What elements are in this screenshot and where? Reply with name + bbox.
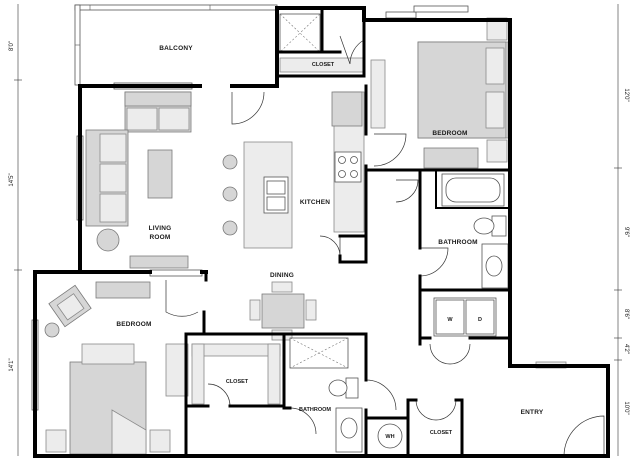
second-nightstand-1	[45, 429, 67, 453]
dim-right-5: 10'0"	[623, 401, 629, 414]
label-bedroom-second: BEDROOM	[116, 321, 151, 328]
label-closet-top: CLOSET	[312, 62, 335, 68]
refrigerator	[331, 91, 363, 127]
second-desk	[165, 343, 189, 397]
dim-right-2: 9'6"	[623, 227, 629, 237]
dining-table	[261, 293, 305, 329]
label-closet-middle: CLOSET	[226, 379, 249, 385]
second-nightstand-2	[149, 429, 171, 453]
cooktop	[334, 151, 362, 183]
dryer-label: D	[478, 317, 482, 323]
vanity-right	[481, 243, 509, 289]
label-entry: ENTRY	[521, 409, 544, 416]
furniture	[44, 17, 509, 455]
second-dresser	[95, 281, 151, 299]
master-dresser	[423, 147, 479, 169]
living-ottoman	[96, 228, 120, 252]
toilet-right	[473, 215, 507, 237]
label-living-1: LIVING	[149, 225, 172, 232]
label-closet-bottom: CLOSET	[430, 430, 453, 436]
stool-1	[222, 154, 238, 170]
tv-console	[129, 255, 189, 269]
second-bed	[69, 343, 147, 455]
dining-chair-3	[305, 299, 317, 321]
master-bed	[417, 41, 509, 139]
label-bathroom-right: BATHROOM	[438, 239, 477, 246]
label-kitchen: KITCHEN	[300, 199, 330, 206]
dining-chair-2	[249, 299, 261, 321]
dim-right-1: 12'0"	[623, 88, 629, 101]
dim-right-4: 4'2"	[623, 344, 629, 354]
living-sofa-left	[85, 129, 129, 227]
dining-chair-1	[271, 281, 293, 293]
dim-left-top: 8'0"	[9, 41, 15, 51]
washer-label: W	[447, 317, 453, 323]
closet-middle-shelves	[191, 343, 281, 405]
stool-2	[222, 186, 238, 202]
toilet-bottom	[328, 377, 359, 399]
label-dining: DINING	[270, 272, 294, 279]
dim-left-middle: 14'5"	[9, 173, 15, 186]
dim-right-3: 8'6"	[623, 309, 629, 319]
nightstand-2	[486, 139, 508, 163]
bathtub	[441, 173, 505, 207]
shower	[289, 337, 349, 369]
dim-left-bottom: 14'1"	[9, 358, 15, 371]
balcony-railing	[74, 4, 278, 86]
vanity-bottom	[335, 407, 363, 453]
side-table	[44, 322, 60, 338]
label-living-2: ROOM	[149, 234, 170, 241]
stool-3	[222, 220, 238, 236]
living-sofa-top	[124, 91, 192, 133]
label-bathroom-bottom: BATHROOM	[299, 407, 331, 413]
second-armchair	[48, 284, 92, 328]
label-bedroom-master: BEDROOM	[432, 130, 467, 137]
walls	[33, 6, 610, 458]
label-balcony: BALCONY	[159, 45, 193, 52]
washer-dryer: W D	[433, 297, 497, 337]
dimension-lines	[14, 4, 622, 456]
room-labels: BALCONY CLOSET BEDROOM KITCHEN LIVING RO…	[116, 45, 544, 436]
water-heater: WH	[377, 423, 403, 449]
dimension-labels: 8'0" 14'5" 14'1" 12'0" 9'6" 8'6" 4'2" 10…	[9, 41, 629, 415]
coffee-table	[147, 149, 173, 199]
water-heater-label: WH	[385, 434, 394, 440]
master-wardrobe	[370, 59, 386, 129]
fixtures: W D WH	[191, 13, 604, 453]
